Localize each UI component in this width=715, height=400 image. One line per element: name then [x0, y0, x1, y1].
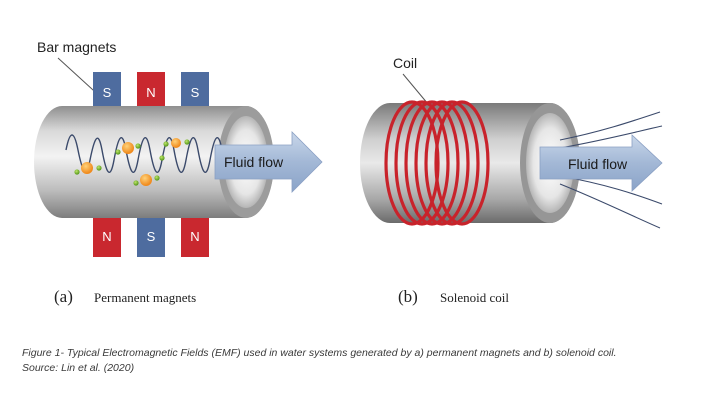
- top-magnet-3-pole: S: [191, 85, 200, 100]
- coil-turn: [394, 100, 450, 226]
- ion-orange: [140, 174, 152, 186]
- coil-label: Coil: [393, 55, 417, 71]
- ion-orange: [122, 142, 134, 154]
- fluid-flow-arrow-b: Fluid flow: [539, 134, 663, 192]
- field-helix: [65, 134, 223, 174]
- caption-line-1: Figure 1- Typical Electromagnetic Fields…: [22, 347, 617, 359]
- bottom-magnet-1-pole: N: [102, 229, 111, 244]
- field-line: [559, 183, 661, 229]
- top-magnet-1-pole: S: [103, 85, 112, 100]
- ion-green: [133, 180, 139, 186]
- coil-leader: [402, 73, 429, 105]
- panel-b: Coil Fluid flow (: [360, 55, 663, 306]
- ion-green: [154, 175, 160, 181]
- coil-turn: [414, 100, 470, 226]
- top-magnet-3: [181, 72, 209, 112]
- bottom-magnets: N S N: [93, 217, 209, 257]
- solenoid-coil: [384, 100, 490, 226]
- coil-turn: [384, 100, 440, 226]
- ion-green: [135, 143, 141, 149]
- fluid-flow-label-b: Fluid flow: [568, 156, 628, 172]
- ions: [74, 138, 190, 186]
- bar-magnets-label: Bar magnets: [37, 39, 116, 55]
- field-line: [559, 125, 663, 149]
- bottom-magnet-2-pole: S: [147, 229, 156, 244]
- caption-source: Source: Lin et al. (2020): [22, 362, 135, 374]
- panel-a: Bar magnets S N S N S N: [34, 39, 323, 306]
- ion-green: [96, 165, 102, 171]
- ion-green: [159, 155, 165, 161]
- ion-orange: [81, 162, 93, 174]
- ion-green: [115, 149, 121, 155]
- fluid-flow-arrow-a: Fluid flow: [214, 131, 323, 193]
- figure-caption: Figure 1- Typical Electromagnetic Fields…: [22, 346, 702, 376]
- panel-a-title: Permanent magnets: [94, 290, 196, 305]
- bottom-magnet-3-pole: N: [190, 229, 199, 244]
- bottom-magnet-1: [93, 217, 121, 257]
- coil-turn: [424, 100, 480, 226]
- ion-orange: [171, 138, 181, 148]
- coil-turn: [404, 100, 460, 226]
- panel-b-letter: (b): [398, 287, 418, 306]
- ion-green: [163, 141, 169, 147]
- bottom-magnet-2: [137, 217, 165, 257]
- top-magnet-1: [93, 72, 121, 112]
- ion-green: [184, 139, 190, 145]
- ion-green: [74, 169, 80, 175]
- panel-a-letter: (a): [54, 287, 73, 306]
- fluid-flow-label-a: Fluid flow: [224, 154, 284, 170]
- top-magnet-2: [137, 72, 165, 112]
- panel-b-title: Solenoid coil: [440, 290, 509, 305]
- top-magnets: S N S: [93, 72, 209, 112]
- bottom-magnet-3: [181, 217, 209, 257]
- top-magnet-2-pole: N: [146, 85, 155, 100]
- coil-turn: [434, 100, 490, 226]
- field-line: [559, 111, 661, 141]
